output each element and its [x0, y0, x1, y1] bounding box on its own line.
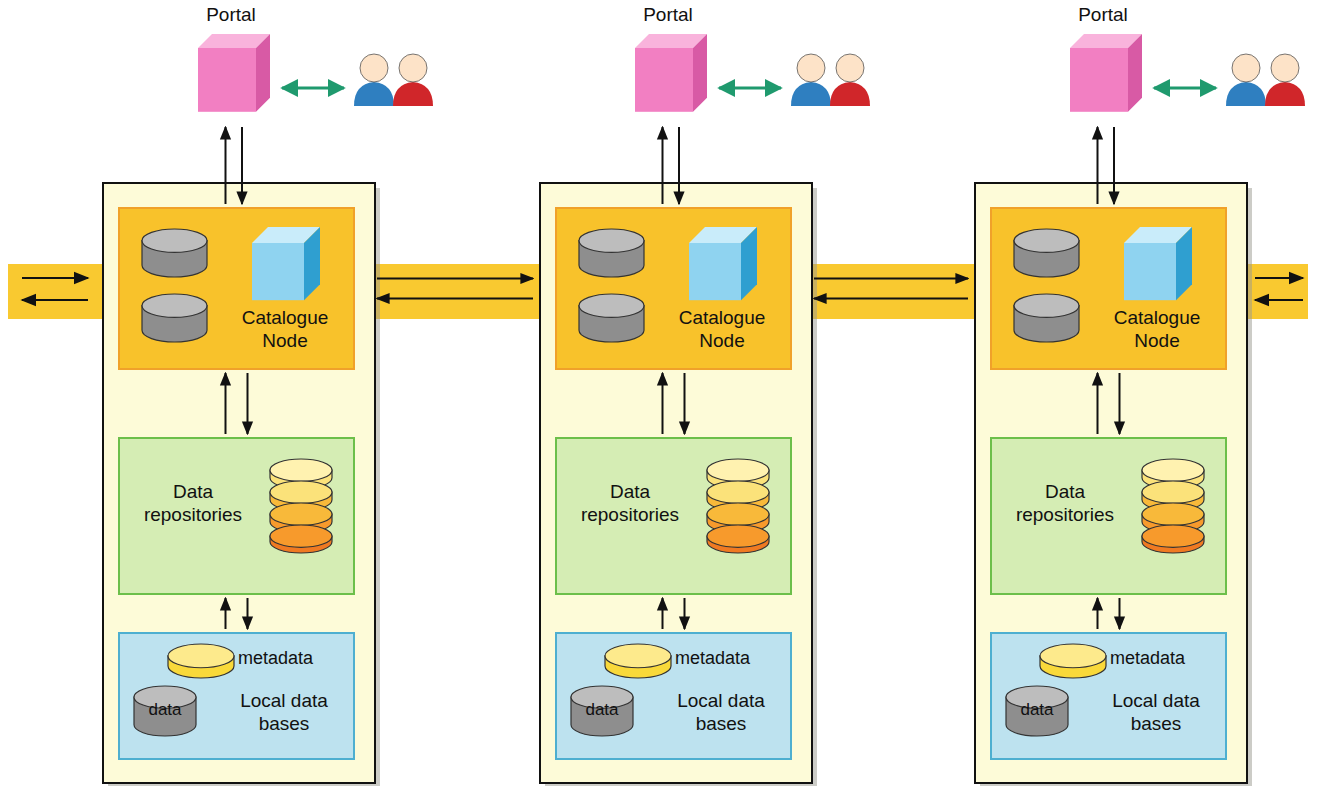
portal-box: Portal	[188, 4, 274, 124]
band-arrow	[22, 299, 88, 301]
node-illustration	[1060, 4, 1300, 174]
node-label: Catalogue Node	[224, 307, 346, 353]
node-label: Data repositories	[128, 481, 258, 527]
flow-arrow	[662, 373, 664, 434]
band-arrow	[1255, 277, 1303, 279]
node-label: Catalogue Node	[1096, 307, 1218, 353]
node-label: Catalogue Node	[661, 307, 783, 353]
node-label: Local data bases	[1088, 690, 1224, 736]
portal-box: Portal	[1060, 4, 1146, 124]
flow-arrow	[1097, 598, 1099, 629]
local-database-box: metadata data Local data bases	[555, 632, 792, 760]
node-label: Data repositories	[565, 481, 695, 527]
data-repository-box: Data repositories	[555, 437, 792, 595]
flow-arrow	[1097, 373, 1099, 434]
flow-arrow	[241, 127, 243, 204]
flow-arrow	[225, 127, 227, 204]
node-illustration	[188, 4, 428, 174]
band-arrow	[1255, 299, 1303, 301]
node-label: Portal	[625, 4, 711, 27]
portal-box: Portal	[625, 4, 711, 124]
cylinder-label: metadata	[1110, 648, 1210, 670]
band-arrow	[22, 277, 88, 279]
flow-arrow	[377, 298, 533, 300]
flow-arrow	[814, 298, 968, 300]
users-icon	[719, 54, 870, 106]
local-database-box: metadata data Local data bases	[990, 632, 1227, 760]
flow-arrow	[225, 373, 227, 434]
flow-arrow	[377, 278, 533, 280]
column-panel	[975, 183, 1252, 786]
cylinder-label: data	[577, 700, 627, 720]
node-label: Portal	[188, 4, 274, 27]
node-illustration	[557, 209, 797, 379]
node-illustration	[120, 209, 360, 379]
flow-arrow	[1119, 598, 1121, 629]
flow-arrow	[1113, 127, 1115, 204]
cylinder-label: metadata	[675, 648, 775, 670]
data-repository-box: Data repositories	[118, 437, 355, 595]
flow-arrow	[247, 373, 249, 434]
flow-arrow	[814, 278, 968, 280]
flow-arrow	[1119, 373, 1121, 434]
flow-arrow	[684, 598, 686, 629]
flow-arrow	[247, 598, 249, 629]
users-icon	[1154, 54, 1305, 106]
catalogue-node-box: Catalogue Node	[555, 207, 792, 370]
node-label: Portal	[1060, 4, 1146, 27]
cylinder-label: data	[140, 700, 190, 720]
node-illustration	[625, 4, 865, 174]
data-repository-box: Data repositories	[990, 437, 1227, 595]
local-database-box: metadata data Local data bases	[118, 632, 355, 760]
cylinder-label: data	[1012, 700, 1062, 720]
cylinder-label: metadata	[238, 648, 338, 670]
flow-arrow	[662, 127, 664, 204]
flow-arrow	[1097, 127, 1099, 204]
column-panel	[103, 183, 380, 786]
users-icon	[282, 54, 433, 106]
catalogue-node-box: Catalogue Node	[118, 207, 355, 370]
flow-arrow	[684, 373, 686, 434]
node-label: Local data bases	[216, 690, 352, 736]
node-illustration	[992, 209, 1232, 379]
flow-arrow	[662, 598, 664, 629]
catalogue-node-box: Catalogue Node	[990, 207, 1227, 370]
flow-arrow	[678, 127, 680, 204]
node-label: Local data bases	[653, 690, 789, 736]
node-label: Data repositories	[1000, 481, 1130, 527]
column-panel	[540, 183, 817, 786]
flow-arrow	[225, 598, 227, 629]
